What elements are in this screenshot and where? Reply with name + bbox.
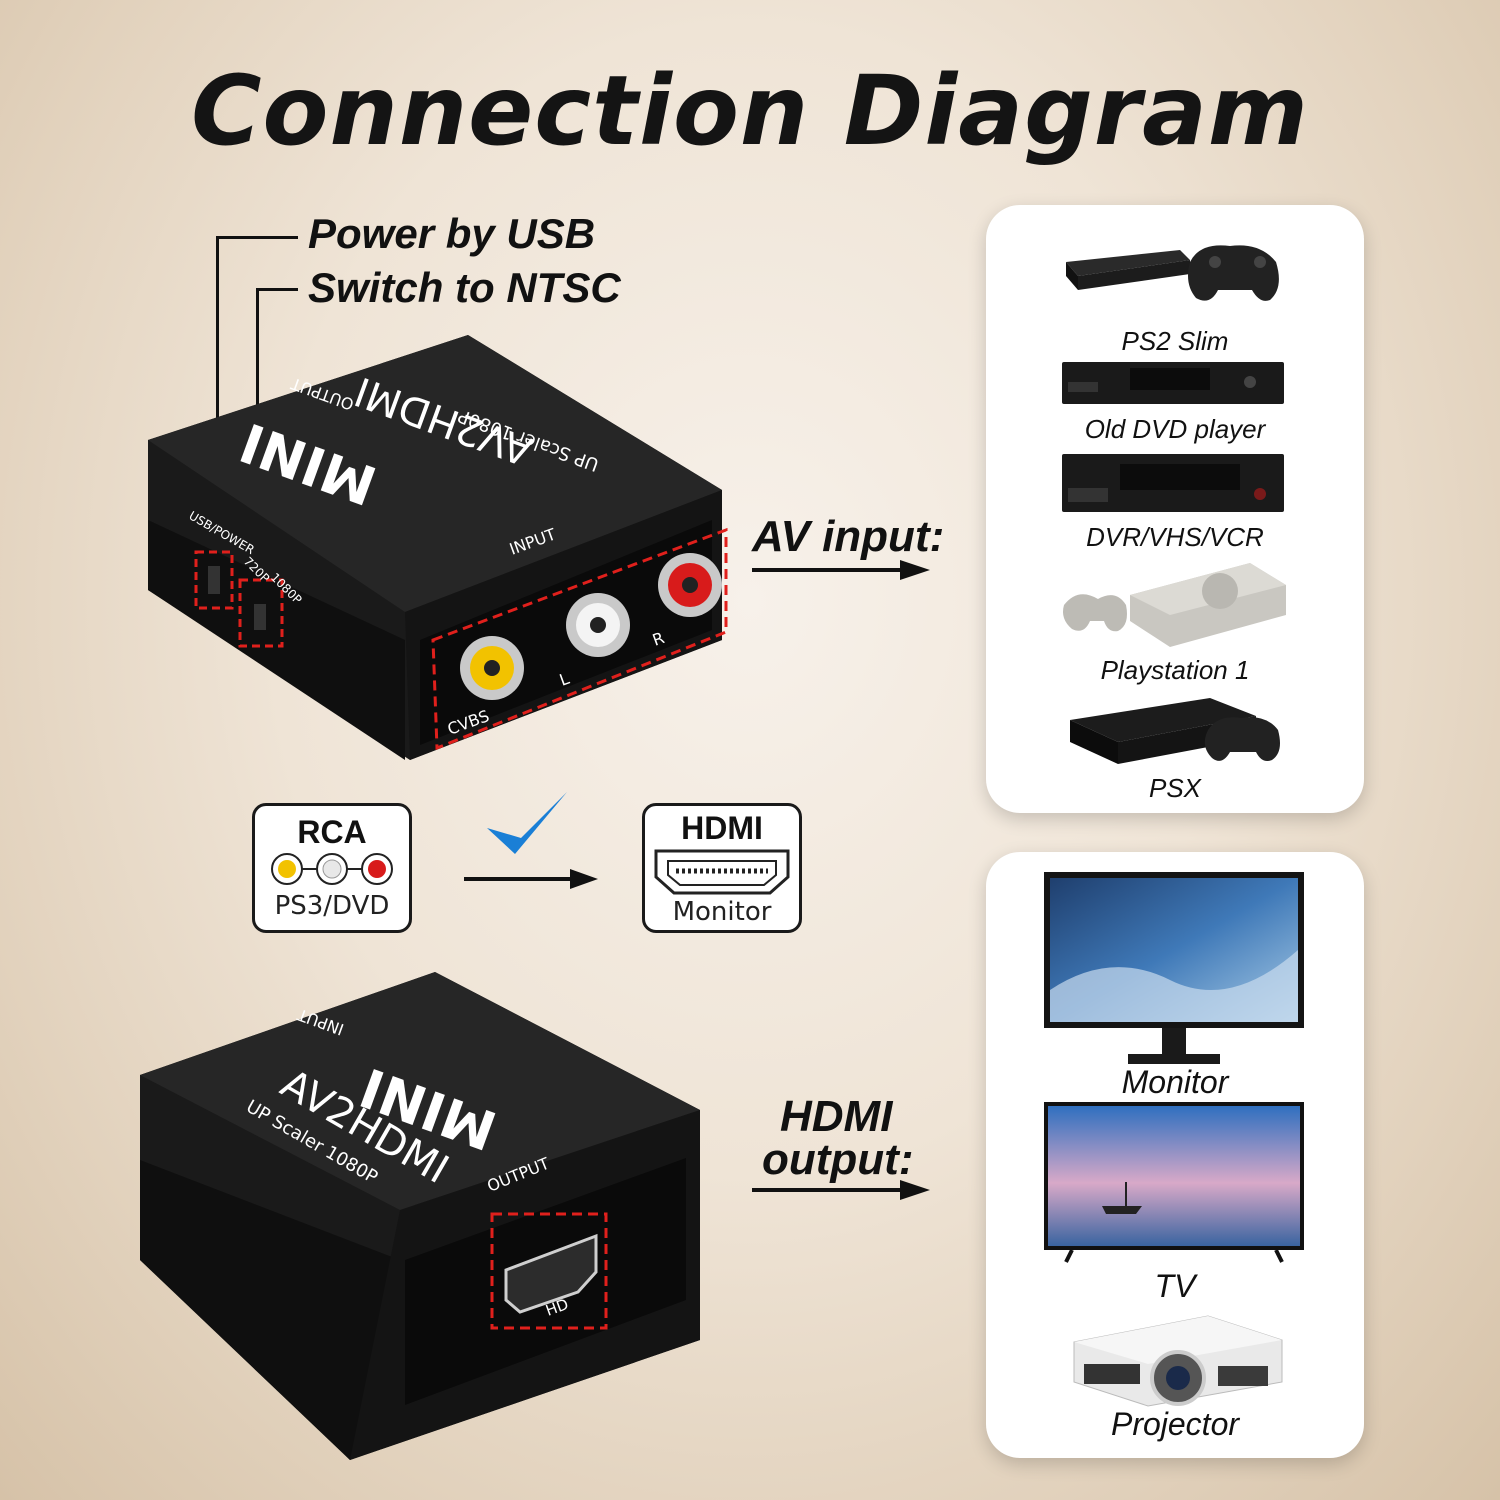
hdmi-output-label-line1: HDMI bbox=[780, 1092, 893, 1141]
device-label-dvr-vhs-vcr: DVR/VHS/VCR bbox=[1086, 522, 1264, 552]
rca-source-box: RCA PS3/DVD bbox=[252, 803, 412, 933]
rca-yellow-jack bbox=[460, 636, 524, 700]
device-label-tv: TV bbox=[1154, 1268, 1196, 1304]
rca-to-hdmi-arrowhead bbox=[570, 869, 598, 889]
hdmi-connector-icon bbox=[654, 849, 790, 895]
playstation-1-icon bbox=[1063, 563, 1286, 647]
psx-console-icon bbox=[1070, 698, 1280, 764]
rca-red-jack bbox=[658, 553, 722, 617]
av-input-label: AV input: bbox=[752, 512, 945, 561]
dvd-player-icon bbox=[1062, 362, 1284, 404]
ps2-slim-console-icon bbox=[1066, 245, 1279, 301]
tv-icon bbox=[1044, 1102, 1304, 1263]
rca-box-subtitle: PS3/DVD bbox=[274, 891, 390, 921]
device-label-monitor: Monitor bbox=[1121, 1064, 1229, 1100]
projector-icon bbox=[1073, 1315, 1283, 1407]
hdmi-box-title: HDMI bbox=[681, 810, 763, 846]
hdmi-box-subtitle: Monitor bbox=[672, 897, 772, 927]
callout-power-by-usb: Power by USB bbox=[308, 210, 596, 257]
device-label-old-dvd-player: Old DVD player bbox=[1084, 414, 1266, 444]
device-label-playstation-1: Playstation 1 bbox=[1100, 655, 1250, 685]
av-input-arrow bbox=[752, 568, 912, 572]
device-label-ps2-slim: PS2 Slim bbox=[1121, 326, 1229, 356]
device-label-projector: Projector bbox=[1110, 1406, 1240, 1442]
hdmi-output-arrow bbox=[752, 1188, 912, 1192]
rca-box-title: RCA bbox=[297, 814, 367, 850]
vcr-icon bbox=[1062, 454, 1284, 512]
hdmi-output-arrowhead bbox=[900, 1180, 930, 1200]
rca-white-jack bbox=[566, 593, 630, 657]
callout-switch-to-ntsc: Switch to NTSC bbox=[308, 264, 621, 311]
hdmi-output-label-line2: output: bbox=[762, 1135, 914, 1184]
hdmi-monitor-box: HDMI Monitor bbox=[642, 803, 802, 933]
av-input-arrowhead bbox=[900, 560, 930, 580]
page-title: Connection Diagram bbox=[191, 55, 1309, 167]
device-label-psx: PSX bbox=[1148, 773, 1202, 803]
monitor-icon bbox=[1044, 872, 1304, 1064]
checkmark-icon bbox=[487, 792, 567, 854]
rca-connectors-icon bbox=[271, 853, 393, 885]
rca-to-hdmi-arrow bbox=[464, 877, 574, 881]
